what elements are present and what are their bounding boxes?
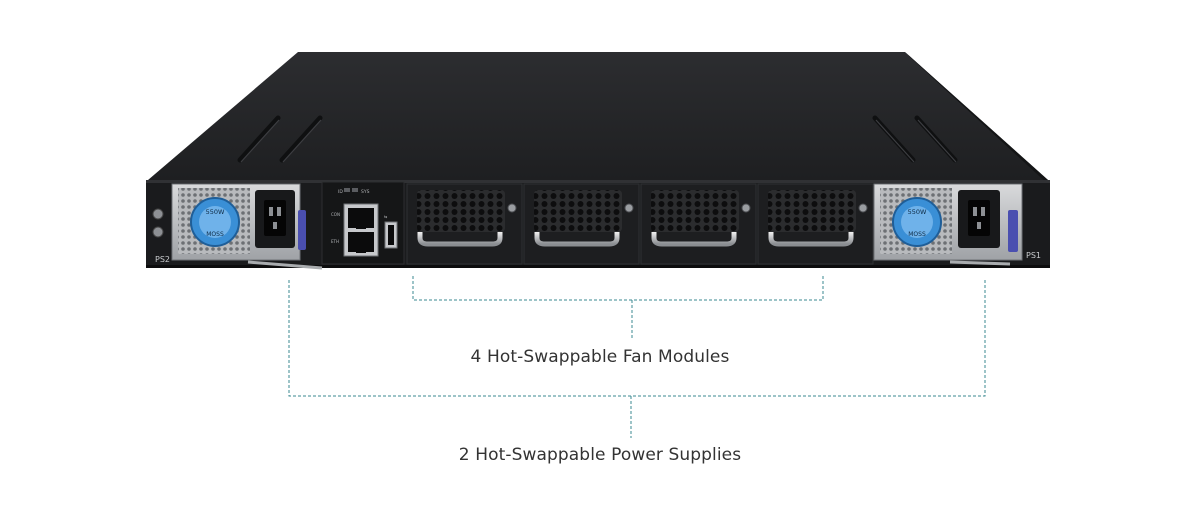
psu-left-rating: 550W <box>206 208 225 216</box>
fan-modules <box>406 183 874 265</box>
fan-module-2 <box>523 183 640 265</box>
psu-left-label: PS2 <box>155 255 170 264</box>
led-id-label: ID <box>338 189 343 195</box>
console-port-label: CON <box>331 212 340 217</box>
psu-left-brand: MOSS <box>206 231 224 238</box>
fan-callout-bracket <box>412 276 824 340</box>
psu-left: 550W MOSS <box>171 183 323 270</box>
psu-right-label: PS1 <box>1026 251 1041 260</box>
psu-right: 550W MOSS <box>873 183 1023 266</box>
svg-text:⇆: ⇆ <box>384 214 388 219</box>
fan-module-1 <box>406 183 523 265</box>
fan-module-3 <box>640 183 757 265</box>
fan-module-4 <box>757 183 874 265</box>
fan-handle-3[interactable] <box>651 232 737 247</box>
psu-right-brand: MOSS <box>908 231 926 238</box>
psu-left-latch <box>298 210 306 250</box>
psu-right-rating: 550W <box>908 208 927 216</box>
fan-handle-1[interactable] <box>417 232 503 247</box>
led-sys-label: SYS <box>361 189 370 195</box>
ethernet-port[interactable] <box>348 232 374 252</box>
fan-handle-2[interactable] <box>534 232 620 247</box>
fan-modules-callout: 4 Hot-Swappable Fan Modules <box>470 347 730 367</box>
ground-screw-icon <box>152 208 164 220</box>
power-supplies-callout: 2 Hot-Swappable Power Supplies <box>458 445 742 465</box>
led-indicator <box>344 188 350 192</box>
console-port[interactable] <box>348 208 374 228</box>
psu-right-latch <box>1008 210 1018 252</box>
ethernet-port-label: ETH <box>331 239 339 244</box>
chassis-top <box>148 52 1050 186</box>
fan-handle-4[interactable] <box>768 232 854 247</box>
psu-callout-bracket <box>288 280 986 438</box>
management-module: ID SYS CON ETH ⇆ <box>321 181 405 265</box>
